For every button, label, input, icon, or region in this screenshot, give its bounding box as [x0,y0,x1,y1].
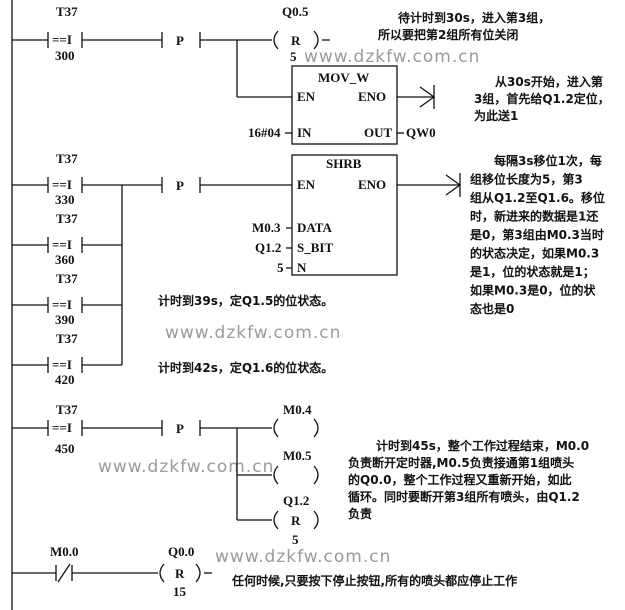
out-pin: OUT [364,125,393,140]
annotation: 任何时候,只要按下停止按钮,所有的喷头都应停止工作 [231,573,517,588]
coil-label: Q0.0 [168,544,194,559]
annotation: 每隔3s移位1次，每 [494,153,602,168]
eno-pin: ENO [358,89,386,104]
out-value: QW0 [406,125,436,140]
data-value: M0.3 [252,220,281,235]
watermark: www.dzkfw.com.cn [304,47,480,67]
annotation: 组从Q1.2至Q1.6。移位 [470,190,605,205]
contact-label: T37 [56,4,78,19]
compare-op: ==I [52,297,72,312]
coil-label: Q1.2 [283,493,309,508]
coil-count: 5 [290,49,297,64]
compare-op: ==I [52,32,72,47]
contact-label: M0.0 [50,544,79,559]
compare-op: ==I [52,237,72,252]
en-pin: EN [297,89,316,104]
annotation: 的状态决定，如果M0.3 [470,246,599,261]
annotation: 态也是0 [470,301,514,316]
coil-type: R [291,33,301,48]
rung-2-fixed: P SHRB EN ENO DATA S_BIT N M0.3 Q1.2 5 计… [121,154,462,375]
compare-op: ==I [52,420,72,435]
annotation: 负责断开定时器,M0.5负责接通第1组喷头 [348,455,574,470]
annotation: 负责 [348,506,372,521]
n-value: 5 [277,260,284,275]
compare-value: 450 [55,441,75,456]
block-title: MOV_W [318,70,369,85]
rung-4: M0.0 Q0.0 R 15 任何时候,只要按下停止按钮,所有的喷头都应停止工作 [12,544,517,599]
contact-label: T37 [56,402,78,417]
annotation: 计时到42s，定Q1.6的位状态。 [158,360,333,375]
watermark: www.dzkfw.com.cn [165,323,341,343]
normally-closed-slash [57,563,71,583]
shrb-block [291,154,398,276]
annotation: 的Q0.0，整个工作过程又重新开始，如此 [348,472,571,487]
rung-1: T37 ==I 300 P Q0.5 R 5 MOV_W EN ENO IN O… [12,4,610,145]
pulse-contact: P [176,33,184,48]
en-pin: EN [297,177,316,192]
compare-value: 300 [55,48,75,63]
data-pin: DATA [297,220,333,235]
sbit-pin: S_BIT [297,240,333,255]
compare-value: 390 [55,312,75,327]
annotation: 循环。同时要断开第3组所有喷头，由Q1.2 [348,489,580,504]
annotation: 为此送1 [474,108,518,123]
compare-value: 420 [55,372,75,387]
annotation: 从30s开始，进入第 [495,74,603,89]
annotation: 如果M0.3是0，位的状 [470,283,597,298]
annotation: 是0，第3组由M0.3当时 [469,227,604,242]
contact-label: T37 [56,211,78,226]
annotation: 计时到39s，定Q1.5的位状态。 [158,293,333,308]
sbit-value: Q1.2 [255,240,281,255]
compare-value: 360 [55,252,75,267]
eno-pin: ENO [358,177,386,192]
coil-label: M0.5 [283,448,312,463]
coil-count: 15 [173,584,187,599]
block-title: SHRB [326,156,362,171]
compare-op: ==I [52,177,72,192]
watermark: www.dzkfw.com.cn [98,457,274,477]
annotation: 是1，位的状态就是1； [469,264,595,279]
annotation: 所以要把第2组所有位关闭 [378,27,518,42]
coil-label: Q0.5 [282,4,309,19]
mov-w-block [291,65,398,145]
in-value: 16#04 [248,125,281,140]
annotation: 3组，首先给Q1.2定位， [474,91,610,106]
contact-label: T37 [56,331,78,346]
contact-label: T37 [56,151,78,166]
in-pin: IN [297,125,312,140]
pulse-contact: P [176,421,184,436]
coil-label: M0.4 [283,402,312,417]
coil-type: R [175,566,185,581]
annotation: 时，新进来的数据是1还 [470,209,599,224]
annotation: 待计时到30s，进入第3组， [398,10,550,25]
annotation: 组移位长度为5，第3 [470,172,583,187]
annotation: 计时到45s，整个工作过程结束，M0.0 [376,438,589,453]
compare-value: 330 [55,192,75,207]
rung-3: T37 ==I 450 P M0.4 M0.5 Q1.2 R 5 计时到45s，… [12,402,589,547]
compare-op: ==I [52,357,72,372]
contact-label: T37 [56,271,78,286]
n-pin: N [297,260,307,275]
coil-count: 5 [292,532,299,547]
watermark: www.dzkfw.com.cn [215,547,391,567]
coil-type: R [291,513,301,528]
pulse-contact: P [176,178,184,193]
